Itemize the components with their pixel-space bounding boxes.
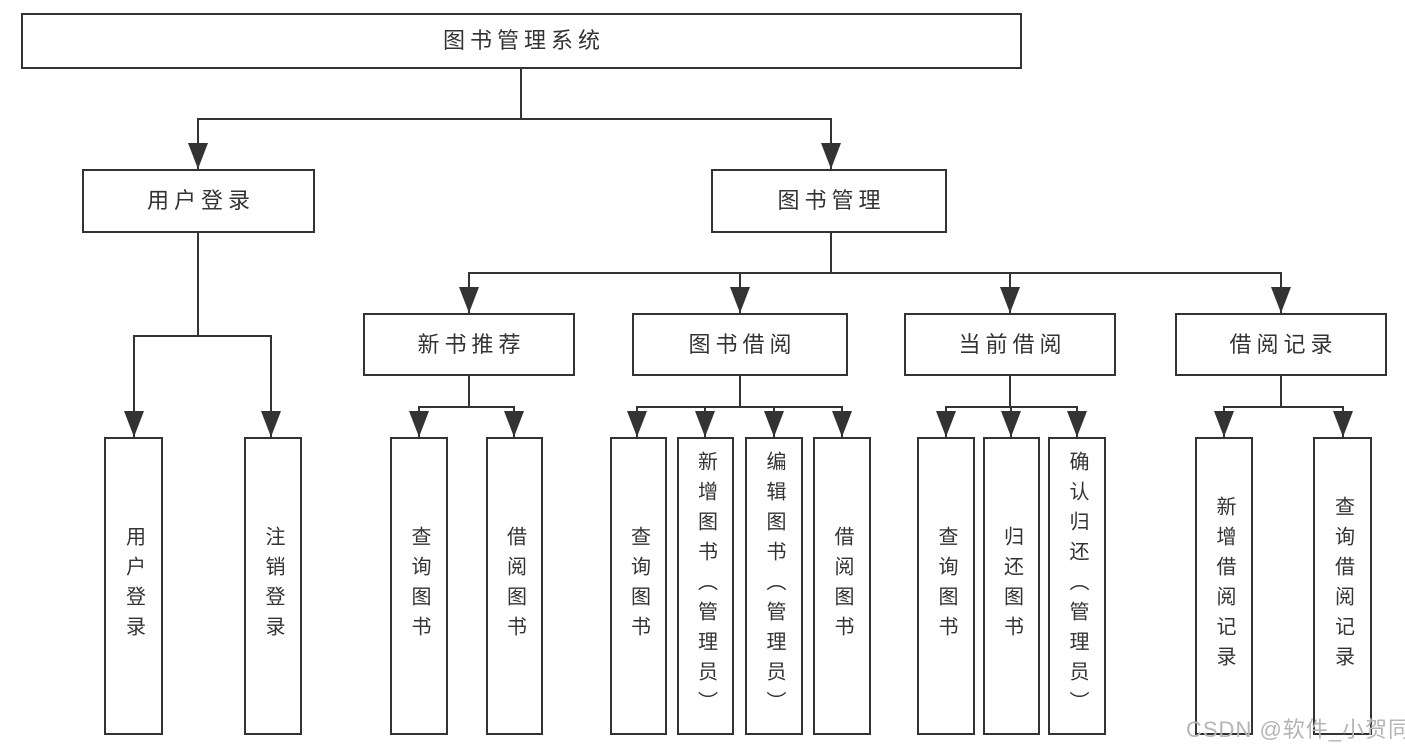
leaf-borrow-books-borrowing: 借阅图书 (813, 437, 871, 735)
connector-arrow (627, 411, 647, 437)
connector-arrow (459, 287, 479, 313)
leaf-query-borrow-record: 查询借阅记录 (1313, 437, 1372, 735)
leaf-query-books-current: 查询图书 (917, 437, 975, 735)
connector-arrow (936, 411, 956, 437)
connector-line (133, 335, 272, 337)
watermark-csdn: CSDN @软件_小贺同学 (1186, 717, 1405, 742)
node-current-borrowing: 当前借阅 (904, 313, 1116, 376)
leaf-user-login: 用户登录 (104, 437, 163, 735)
connector-line (468, 376, 470, 406)
leaf-logout: 注销登录 (244, 437, 302, 735)
connector-arrow (695, 411, 715, 437)
connector-arrow (188, 143, 208, 169)
leaf-edit-book-admin: 编辑图书（管理员） (745, 437, 803, 735)
connector-arrow (1214, 411, 1234, 437)
connector-line (468, 272, 1281, 274)
connector-arrow (261, 411, 281, 437)
connector-arrow (1333, 411, 1353, 437)
connector-line (1280, 376, 1282, 406)
node-book-borrowing: 图书借阅 (632, 313, 848, 376)
node-book-management: 图书管理 (711, 169, 947, 233)
connector-arrow (1001, 411, 1021, 437)
connector-line (197, 118, 831, 120)
connector-line (636, 406, 843, 408)
connector-line (270, 335, 272, 437)
connector-arrow (1271, 287, 1291, 313)
connector-line (197, 233, 199, 336)
connector-arrow (730, 287, 750, 313)
connector-arrow (832, 411, 852, 437)
leaf-return-books: 归还图书 (983, 437, 1040, 735)
node-borrowing-records: 借阅记录 (1175, 313, 1387, 376)
connector-arrow (1000, 287, 1020, 313)
connector-arrow (1067, 411, 1087, 437)
connector-line (830, 233, 832, 272)
leaf-borrow-books-recommend: 借阅图书 (486, 437, 543, 735)
connector-arrow (821, 143, 841, 169)
connector-line (133, 335, 135, 437)
node-library-management-system: 图书管理系统 (21, 13, 1022, 69)
connector-arrow (764, 411, 784, 437)
leaf-confirm-return-admin: 确认归还（管理员） (1048, 437, 1106, 735)
leaf-query-books-recommend: 查询图书 (390, 437, 448, 735)
connector-line (739, 376, 741, 406)
leaf-add-borrow-record: 新增借阅记录 (1195, 437, 1253, 735)
connector-line (1223, 406, 1344, 408)
connector-line (418, 406, 515, 408)
connector-arrow (504, 411, 524, 437)
connector-arrow (409, 411, 429, 437)
node-new-book-recommendation: 新书推荐 (363, 313, 575, 376)
leaf-add-book-admin: 新增图书（管理员） (677, 437, 734, 735)
connector-line (1009, 376, 1011, 406)
node-user-login: 用户登录 (82, 169, 315, 233)
connector-arrow (124, 411, 144, 437)
connector-line (520, 69, 522, 118)
leaf-query-books-borrowing: 查询图书 (610, 437, 667, 735)
